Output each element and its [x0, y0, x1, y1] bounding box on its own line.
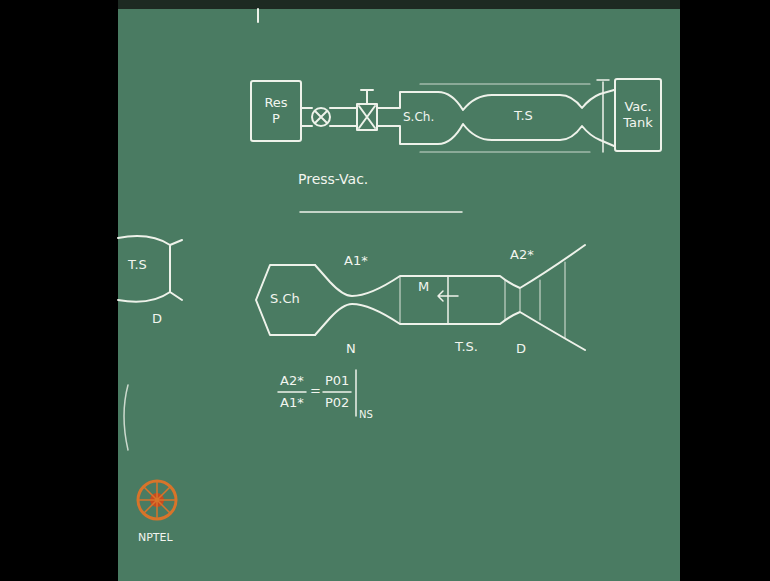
chalk-label: NS: [359, 409, 373, 420]
chalk-label: =: [310, 384, 321, 398]
chalk-label: T.S: [128, 258, 147, 272]
chalk-label: A1*: [280, 396, 304, 410]
chalk-label: P02: [325, 396, 349, 410]
box-label: Res P: [264, 95, 287, 128]
chalk-label: S.Ch.: [403, 111, 434, 124]
chalk-label: T.S: [514, 109, 533, 123]
chalk-box: Res P: [250, 80, 302, 142]
box-label: Vac. Tank: [623, 99, 653, 132]
chalk-label: D: [516, 342, 526, 356]
chalk-label: Press-Vac.: [298, 172, 368, 187]
chalk-label: N: [346, 342, 356, 356]
chalk-label: D: [152, 312, 162, 326]
chalk-box: Vac. Tank: [614, 78, 662, 152]
chalk-label: NPTEL: [138, 532, 173, 544]
chalk-label: A2*: [510, 248, 534, 262]
chalk-label: A1*: [344, 254, 368, 268]
chalk-label: A2*: [280, 374, 304, 388]
chalk-label: P01: [325, 374, 349, 388]
chalk-label: M: [418, 280, 429, 294]
chalk-label: T.S.: [455, 340, 478, 354]
chalk-label: S.Ch: [270, 292, 300, 306]
